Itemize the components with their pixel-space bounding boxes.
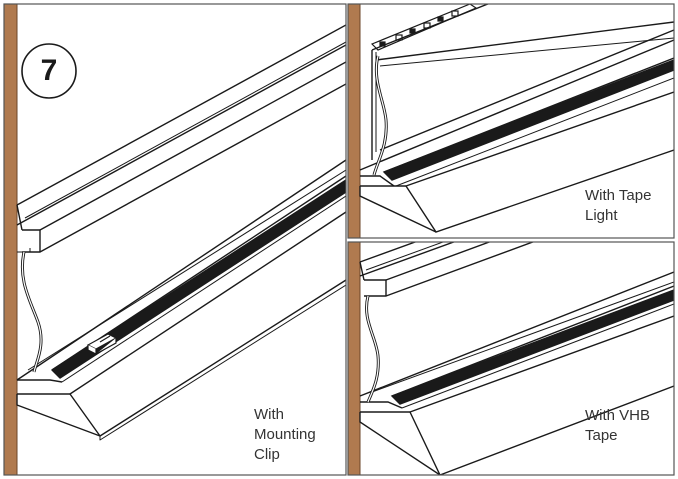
caption-mounting-clip: With Mounting Clip [254, 406, 316, 463]
angled-profile-br [359, 271, 674, 475]
panel-border-top-right [347, 3, 675, 239]
panel-vhb-tape [348, 242, 674, 475]
panel-border-left [3, 3, 347, 476]
diffuser-cover [16, 24, 346, 253]
caption-tape-light: With Tape Light [585, 187, 652, 224]
panel-mounting-clip [4, 4, 346, 475]
step-badge [21, 43, 77, 99]
wall-wood [4, 4, 18, 475]
wall-wood-br [348, 242, 361, 475]
mounting-clip [86, 333, 118, 355]
wall-wood-tr [348, 4, 361, 238]
diffuser-cover-br [359, 242, 535, 297]
caption-vhb-tape: With VHB Tape [585, 407, 651, 444]
angled-profile-tr [359, 39, 674, 233]
angled-profile [16, 159, 346, 441]
panel-border-bottom-right [347, 241, 675, 476]
step-number: 7 [40, 54, 58, 87]
panel-tape-light [348, 4, 674, 238]
power-cable [20, 251, 43, 373]
